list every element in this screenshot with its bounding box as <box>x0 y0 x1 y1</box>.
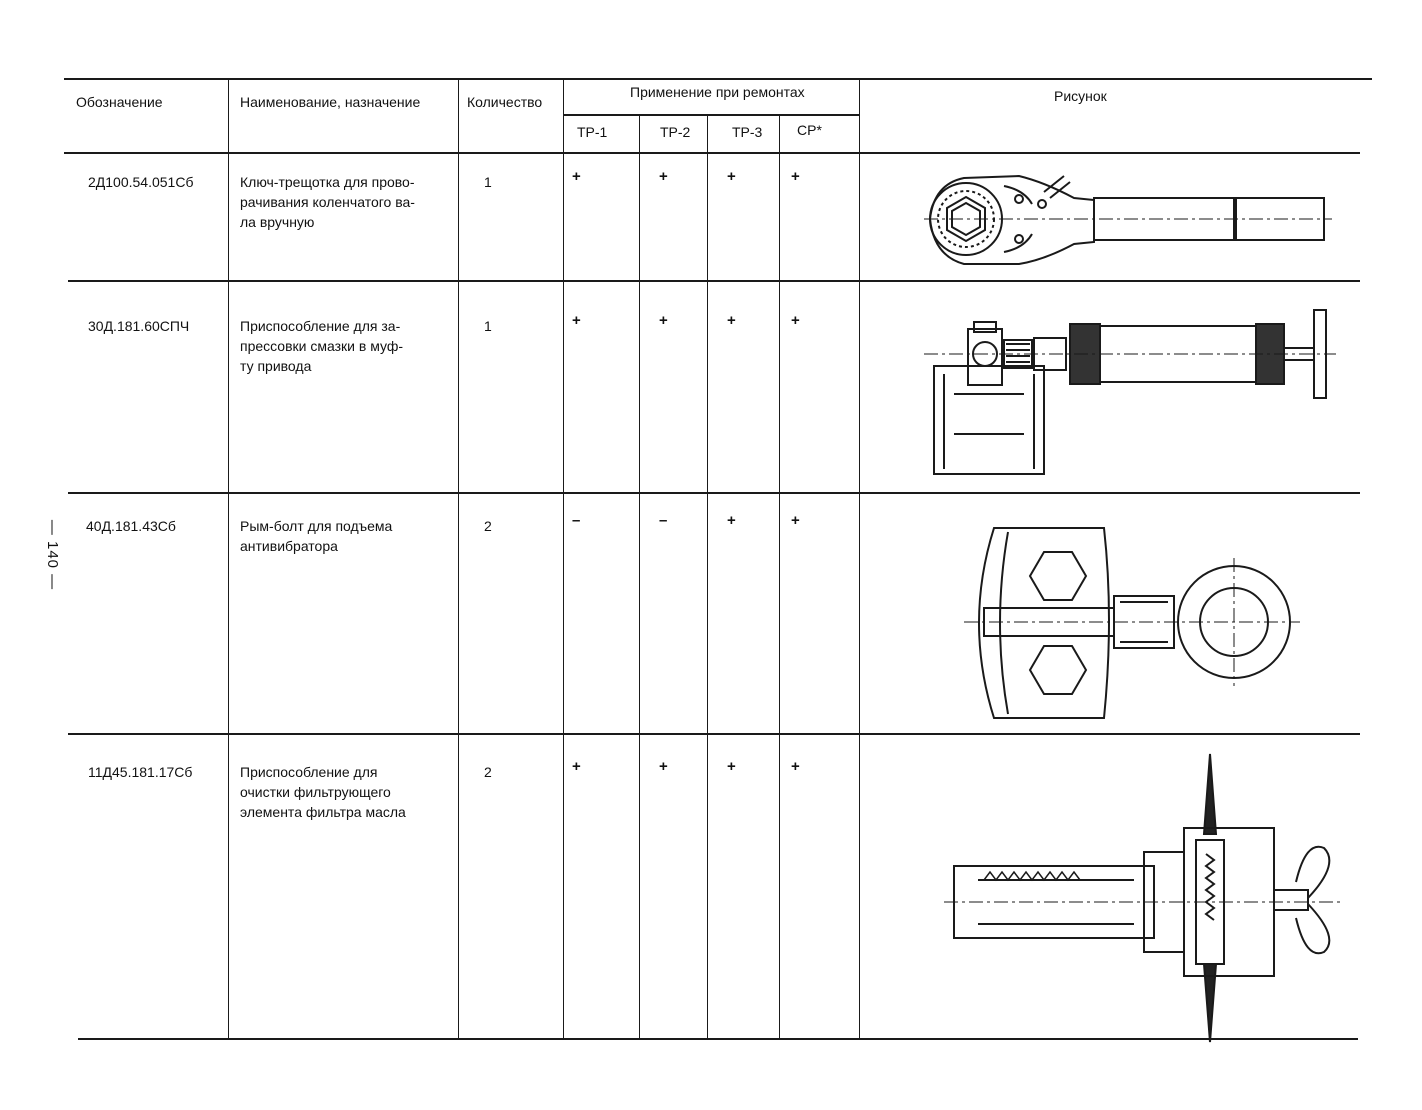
col-rule-5 <box>707 114 709 1038</box>
header-application: Применение при ремонтах <box>630 84 805 100</box>
row-1-name: Ключ-трещотка для прово- рачивания колен… <box>240 174 415 230</box>
row-2-quantity: 1 <box>484 318 492 334</box>
eye-bolt-drawing <box>964 527 1300 719</box>
row-4-tr1: + <box>572 758 581 775</box>
row-1-tr3: + <box>727 168 736 185</box>
header-name: Наименование, назначение <box>240 94 421 110</box>
ratchet-wrench-drawing <box>924 174 1332 265</box>
col-rule-6 <box>779 114 781 1038</box>
header-tr3: ТР-3 <box>732 124 763 140</box>
col-rule-4 <box>639 114 641 1038</box>
rule-row-2 <box>68 492 1360 494</box>
row-2-tr2: + <box>659 312 668 329</box>
row-4-name: Приспособление для очистки фильтрующего … <box>240 764 406 820</box>
row-4-designation: 11Д45.181.17Сб <box>88 764 193 780</box>
row-4-tr2: + <box>659 758 668 775</box>
header-designation: Обозначение <box>76 94 163 110</box>
row-2-tr3: + <box>727 312 736 329</box>
col-rule-7 <box>859 78 861 1038</box>
rule-bottom <box>78 1038 1358 1040</box>
rule-header-bottom <box>64 152 1360 154</box>
row-1-designation: 2Д100.54.051Сб <box>88 174 194 190</box>
rule-row-1 <box>68 280 1360 282</box>
rule-row-3 <box>68 733 1360 735</box>
filter-cleaner-drawing <box>944 753 1344 1043</box>
row-3-tr2: – <box>659 512 668 529</box>
row-2-name: Приспособление для за- прессовки смазки … <box>240 318 404 374</box>
header-tr1: ТР-1 <box>577 124 608 140</box>
row-2-designation: 30Д.181.60СПЧ <box>88 318 190 334</box>
tools-table: Обозначение Наименование, назначение Кол… <box>64 68 1372 1043</box>
row-2-tr1: + <box>572 312 581 329</box>
col-rule-2 <box>458 78 460 1038</box>
row-1-quantity: 1 <box>484 174 492 190</box>
row-3-sr: + <box>791 512 800 529</box>
row-1-sr: + <box>791 168 800 185</box>
row-4-tr3: + <box>727 758 736 775</box>
row-3-quantity: 2 <box>484 518 492 534</box>
rule-subheader <box>564 114 860 116</box>
grease-press-drawing <box>924 309 1336 475</box>
col-rule-3 <box>563 78 565 1038</box>
rule-top <box>64 78 1372 80</box>
row-3-tr3: + <box>727 512 736 529</box>
col-rule-1 <box>228 78 230 1038</box>
row-4-sr: + <box>791 758 800 775</box>
header-quantity: Количество <box>467 94 543 110</box>
row-3-tr1: – <box>572 512 581 529</box>
header-figure: Рисунок <box>1054 88 1107 104</box>
header-tr2: ТР-2 <box>660 124 691 140</box>
row-1-tr2: + <box>659 168 668 185</box>
row-3-designation: 40Д.181.43Сб <box>86 518 176 534</box>
row-2-sr: + <box>791 312 800 329</box>
row-4-quantity: 2 <box>484 764 492 780</box>
row-1-tr1: + <box>572 168 581 185</box>
row-3-name: Рым-болт для подъема антивибратора <box>240 518 393 554</box>
header-sr: СР* <box>797 122 822 138</box>
